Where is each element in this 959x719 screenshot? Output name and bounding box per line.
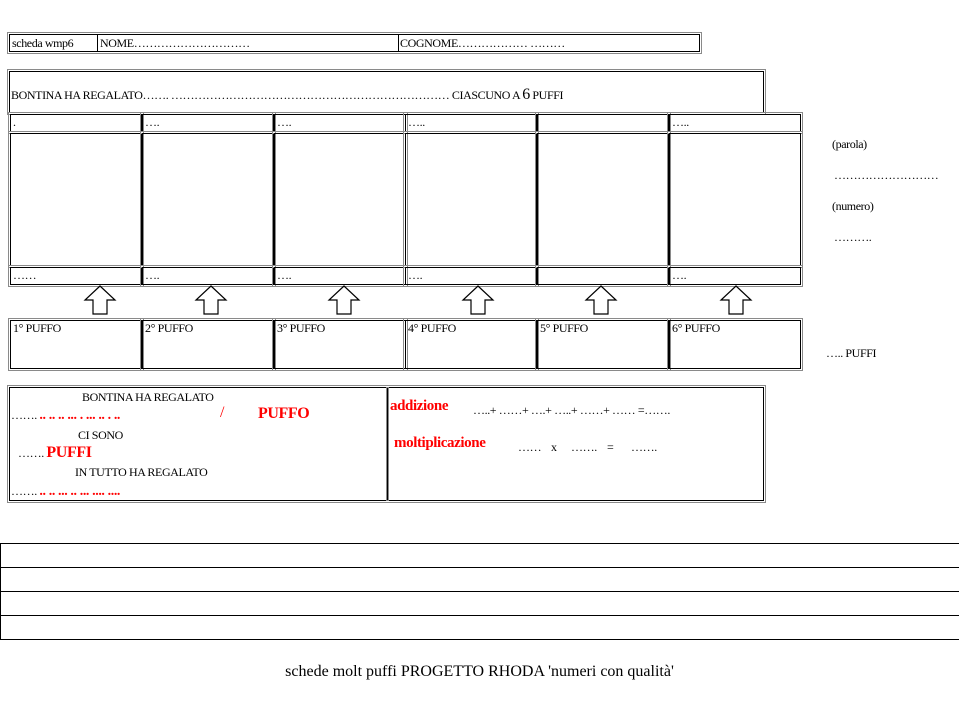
header-divider-2 bbox=[398, 35, 399, 51]
puffo-cell[interactable]: 6° PUFFO bbox=[667, 318, 803, 371]
summary-line2: ……. .. .. .. ... . ... .. . .. bbox=[11, 408, 120, 423]
grid-top-cell[interactable]: . bbox=[8, 112, 144, 134]
summary-puffo: PUFFO bbox=[258, 405, 310, 422]
molt-b[interactable]: ……. bbox=[571, 440, 597, 454]
grid-bottom-cell[interactable]: …… bbox=[8, 265, 144, 287]
summary-line2-dots[interactable]: ……. bbox=[11, 408, 37, 422]
grid-draw-cell[interactable] bbox=[667, 131, 803, 268]
grid-bottom-cell-label: …. bbox=[277, 268, 292, 282]
parola-dots[interactable]: ……………………… bbox=[834, 168, 939, 182]
summary-slash: / bbox=[220, 404, 225, 421]
grid-top-cell-label: ….. bbox=[672, 115, 689, 129]
numero-dots[interactable]: ………. bbox=[834, 230, 872, 244]
grid-bottom-cell-label: …… bbox=[13, 268, 37, 282]
problem-box: BONTINA HA REGALATO……. ……………………………………………… bbox=[7, 69, 766, 115]
grid-draw-cell[interactable] bbox=[8, 131, 144, 268]
summary-line1: BONTINA HA REGALATO bbox=[82, 390, 214, 404]
puffo-cell[interactable]: 3° PUFFO bbox=[272, 318, 408, 371]
up-arrow-icon bbox=[194, 285, 228, 315]
rule-left-edge bbox=[0, 543, 1, 640]
rule-line bbox=[0, 543, 959, 544]
grid-draw-cell[interactable] bbox=[535, 131, 671, 268]
puffo-cell-label: 6° PUFFO bbox=[672, 321, 720, 335]
puffo-cell-label: 5° PUFFO bbox=[540, 321, 588, 335]
summary-line6: ……. .. .. ... .. ... .... .... bbox=[11, 484, 120, 499]
grid-top-cell[interactable] bbox=[535, 112, 671, 134]
up-arrow-icon bbox=[83, 285, 117, 315]
up-arrow-icon bbox=[584, 285, 618, 315]
grid-bottom-cell[interactable] bbox=[535, 265, 671, 287]
grid-draw-cell[interactable] bbox=[140, 131, 276, 268]
summary-line2-red-dots[interactable]: .. .. .. ... . ... .. . .. bbox=[39, 408, 121, 423]
puffo-cell[interactable]: 5° PUFFO bbox=[535, 318, 671, 371]
puffo-cell[interactable]: 4° PUFFO bbox=[403, 318, 539, 371]
grid-top-cell[interactable]: ….. bbox=[667, 112, 803, 134]
puffo-cell-label: 4° PUFFO bbox=[408, 321, 456, 335]
grid-bottom-cell-label: …. bbox=[145, 268, 160, 282]
summary-puffi: PUFFI bbox=[46, 444, 92, 461]
addizione-label: addizione bbox=[390, 398, 449, 414]
grid-bottom-cell[interactable]: …. bbox=[403, 265, 539, 287]
molt-c[interactable]: ……. bbox=[631, 440, 657, 454]
summary-line4: ……. PUFFI bbox=[18, 444, 92, 461]
grid-bottom-cell[interactable]: …. bbox=[667, 265, 803, 287]
molt-x: x bbox=[551, 440, 557, 454]
summary-divider bbox=[386, 387, 389, 501]
parola-label: (parola) bbox=[832, 137, 867, 151]
puffi-total: ….. PUFFI bbox=[826, 346, 877, 360]
cognome-field[interactable]: COGNOME……………… ……… bbox=[400, 36, 565, 50]
nome-field[interactable]: NOME………………………… bbox=[100, 36, 250, 50]
problem-text-after: PUFFI bbox=[529, 88, 564, 102]
summary-line4-dots[interactable]: ……. bbox=[18, 446, 44, 460]
addizione-expr[interactable]: …..+ ……+ ….+ …..+ ……+ …… =……. bbox=[473, 403, 671, 417]
summary-line6-dots[interactable]: ……. bbox=[11, 484, 37, 498]
grid-bottom-cell-label: …. bbox=[408, 268, 423, 282]
problem-text: BONTINA HA REGALATO……. ……………………………………………… bbox=[11, 86, 564, 103]
puffo-cell-label: 1° PUFFO bbox=[13, 321, 61, 335]
rule-line bbox=[0, 567, 959, 568]
puffo-cell-label: 2° PUFFO bbox=[145, 321, 193, 335]
header-row: scheda wmp6 NOME………………………… COGNOME………………… bbox=[7, 32, 702, 54]
problem-text-before: BONTINA HA REGALATO……. ……………………………………………… bbox=[11, 88, 523, 102]
grid-top-cell[interactable]: ….. bbox=[403, 112, 539, 134]
rule-line bbox=[0, 615, 959, 616]
numero-label: (numero) bbox=[832, 199, 874, 213]
scheda-label: scheda wmp6 bbox=[12, 36, 74, 50]
grid-top-cell-label: . bbox=[13, 115, 16, 129]
grid-top-cell-label: …. bbox=[145, 115, 160, 129]
rule-line bbox=[0, 591, 959, 592]
up-arrow-icon bbox=[327, 285, 361, 315]
grid-top-cell[interactable]: …. bbox=[140, 112, 276, 134]
summary-line6-red-dots[interactable]: .. .. ... .. ... .... .... bbox=[39, 484, 121, 499]
header-divider-1 bbox=[97, 35, 98, 51]
grid-top-cell[interactable]: …. bbox=[272, 112, 408, 134]
puffo-cell[interactable]: 2° PUFFO bbox=[140, 318, 276, 371]
summary-box: BONTINA HA REGALATO ……. .. .. .. ... . .… bbox=[7, 385, 766, 503]
footer-caption: schede molt puffi PROGETTO RHODA 'numeri… bbox=[285, 663, 674, 680]
up-arrow-icon bbox=[461, 285, 495, 315]
molt-eq: = bbox=[607, 440, 614, 454]
grid-bottom-cell[interactable]: …. bbox=[140, 265, 276, 287]
rule-line bbox=[0, 639, 959, 640]
summary-line3: CI SONO bbox=[78, 428, 123, 442]
grid-top-cell-label: ….. bbox=[408, 115, 425, 129]
puffo-cell-label: 3° PUFFO bbox=[277, 321, 325, 335]
molt-a[interactable]: …… bbox=[518, 440, 542, 454]
grid-draw-cell[interactable] bbox=[272, 131, 408, 268]
grid-top-cell-label: …. bbox=[277, 115, 292, 129]
moltiplicazione-label: moltiplicazione bbox=[394, 435, 486, 451]
puffo-cell[interactable]: 1° PUFFO bbox=[8, 318, 144, 371]
up-arrow-icon bbox=[719, 285, 753, 315]
grid-bottom-cell[interactable]: …. bbox=[272, 265, 408, 287]
summary-line5: IN TUTTO HA REGALATO bbox=[75, 465, 208, 479]
problem-number: 6 bbox=[522, 86, 530, 103]
grid-draw-cell[interactable] bbox=[403, 131, 539, 268]
grid-bottom-cell-label: …. bbox=[672, 268, 687, 282]
